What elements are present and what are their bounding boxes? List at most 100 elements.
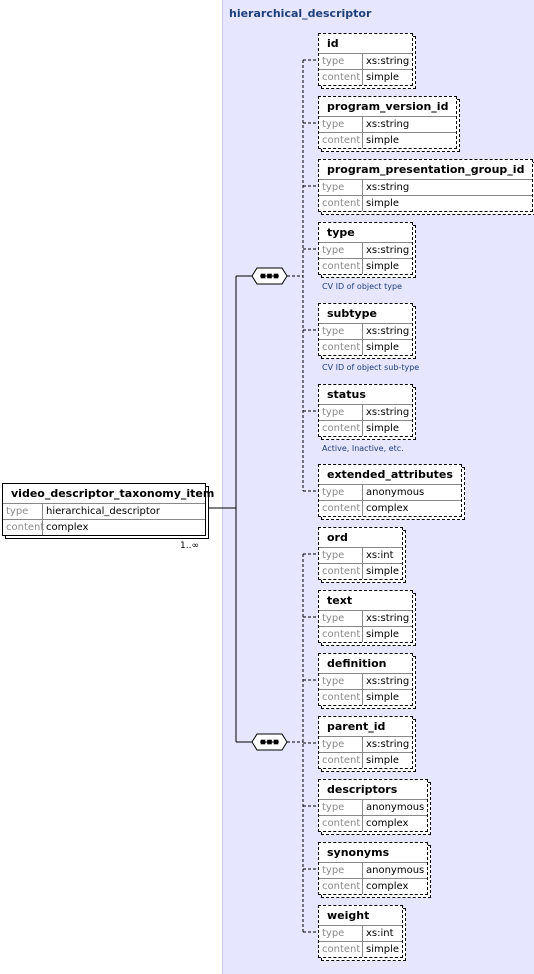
element-name: parent_id <box>319 717 413 737</box>
content-value: simple <box>366 423 400 434</box>
type-value: anonymous <box>363 863 428 879</box>
element-documentation: Active, Inactive, etc. <box>322 444 404 453</box>
root-type-label: type <box>3 504 43 520</box>
content-label: content <box>319 133 363 148</box>
type-label: type <box>319 926 363 942</box>
content-value: complex <box>366 818 409 829</box>
type-value: xs:string <box>363 324 413 340</box>
root-content-label: content <box>3 520 44 535</box>
type-label: type <box>319 54 363 70</box>
root-content-value: complex <box>46 522 89 533</box>
element-name: synonyms <box>319 843 428 863</box>
element-name: type <box>319 223 413 243</box>
element-documentation: CV ID of object sub-type <box>322 363 420 372</box>
content-label: content <box>319 816 363 831</box>
type-value: anonymous <box>363 800 428 816</box>
element-name: descriptors <box>319 780 428 800</box>
group-title: hierarchical_descriptor <box>229 7 372 20</box>
type-label: type <box>319 180 363 196</box>
type-label: type <box>319 611 363 627</box>
content-label: content <box>319 196 363 211</box>
content-label: content <box>319 340 363 355</box>
type-label: type <box>319 548 363 564</box>
type-label: type <box>319 737 363 753</box>
element-name: weight <box>319 906 403 926</box>
element-name: status <box>319 385 413 405</box>
content-value: simple <box>366 755 400 766</box>
type-value: xs:string <box>363 611 413 627</box>
content-label: content <box>319 421 363 436</box>
type-label: type <box>319 324 363 340</box>
type-value: xs:string <box>363 243 413 259</box>
type-value: xs:string <box>363 180 533 196</box>
type-value: xs:string <box>363 737 413 753</box>
type-value: anonymous <box>363 485 461 501</box>
sequence-compositor-icon <box>251 267 288 285</box>
content-label: content <box>319 501 363 516</box>
root-element[interactable]: video_descriptor_taxonomy_item type hier… <box>2 483 214 539</box>
content-label: content <box>319 942 363 957</box>
element-name: extended_attributes <box>319 465 461 485</box>
sequence-compositor-icon <box>251 733 288 751</box>
root-element-name: video_descriptor_taxonomy_item <box>3 484 214 504</box>
content-value: simple <box>366 72 400 83</box>
type-value: xs:string <box>363 674 413 690</box>
content-label: content <box>319 753 363 768</box>
element-name: program_version_id <box>319 97 457 117</box>
content-value: simple <box>366 342 400 353</box>
content-value: simple <box>366 692 400 703</box>
type-label: type <box>319 485 363 501</box>
type-value: xs:int <box>363 548 403 564</box>
content-value: simple <box>366 261 400 272</box>
element-name: text <box>319 591 413 611</box>
type-label: type <box>319 243 363 259</box>
content-value: simple <box>366 944 400 955</box>
content-label: content <box>319 690 363 705</box>
type-value: xs:string <box>363 54 413 70</box>
element-name: program_presentation_group_id <box>319 160 533 180</box>
type-value: xs:int <box>363 926 403 942</box>
content-value: complex <box>366 881 409 892</box>
type-value: xs:string <box>363 117 457 133</box>
root-type-value: hierarchical_descriptor <box>43 504 205 520</box>
content-value: simple <box>366 198 400 209</box>
content-label: content <box>319 879 363 894</box>
type-label: type <box>319 674 363 690</box>
content-value: simple <box>366 629 400 640</box>
element-name: subtype <box>319 304 413 324</box>
content-label: content <box>319 259 363 274</box>
content-value: simple <box>366 566 400 577</box>
content-value: simple <box>366 135 400 146</box>
type-label: type <box>319 863 363 879</box>
element-name: ord <box>319 528 403 548</box>
type-label: type <box>319 800 363 816</box>
